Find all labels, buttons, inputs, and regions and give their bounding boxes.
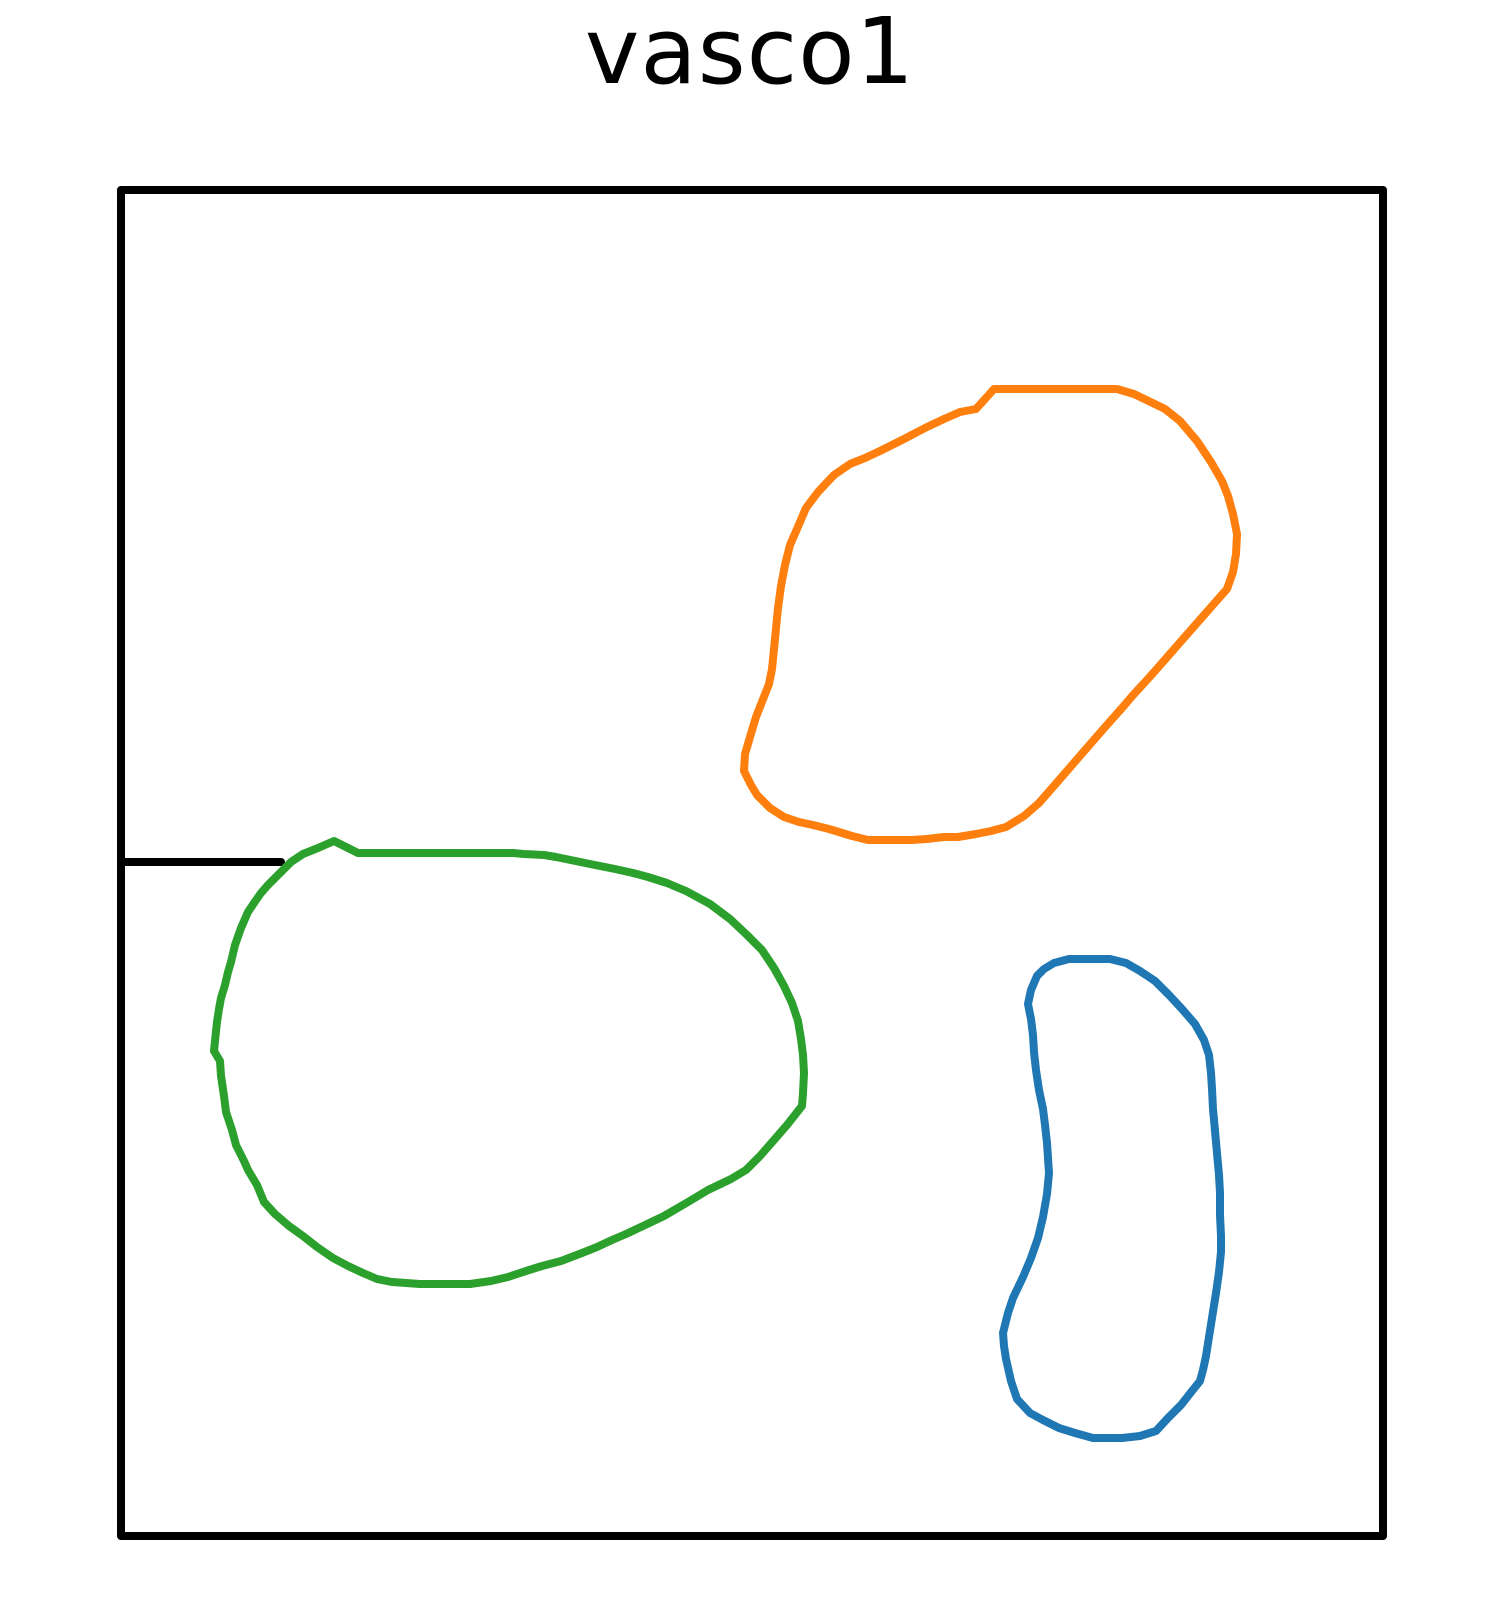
diagram-title: vasco1 (584, 0, 916, 105)
green-region-outline (210, 837, 808, 1288)
room-boundary (117, 186, 1387, 1540)
orange-region-outline (740, 385, 1241, 844)
blue-region-outline (999, 955, 1225, 1442)
